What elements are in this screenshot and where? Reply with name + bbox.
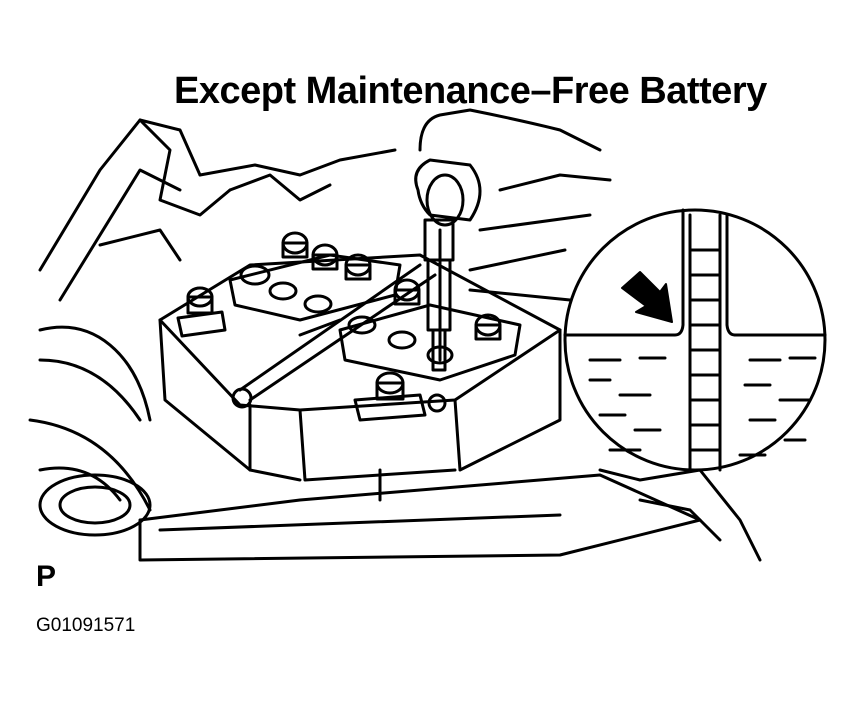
cap-strip-right <box>338 278 522 382</box>
electrolyte-level-inset <box>468 208 827 472</box>
figure-id: G01091571 <box>36 615 136 636</box>
engine-bay <box>28 118 762 562</box>
view-label: P <box>36 560 57 593</box>
battery <box>138 253 702 562</box>
arrow-icon <box>621 271 673 323</box>
terminals <box>176 263 447 422</box>
hydrometer <box>414 108 602 372</box>
cap-strip-left <box>228 231 402 322</box>
diagram-title: Except Maintenance–Free Battery <box>174 70 767 112</box>
